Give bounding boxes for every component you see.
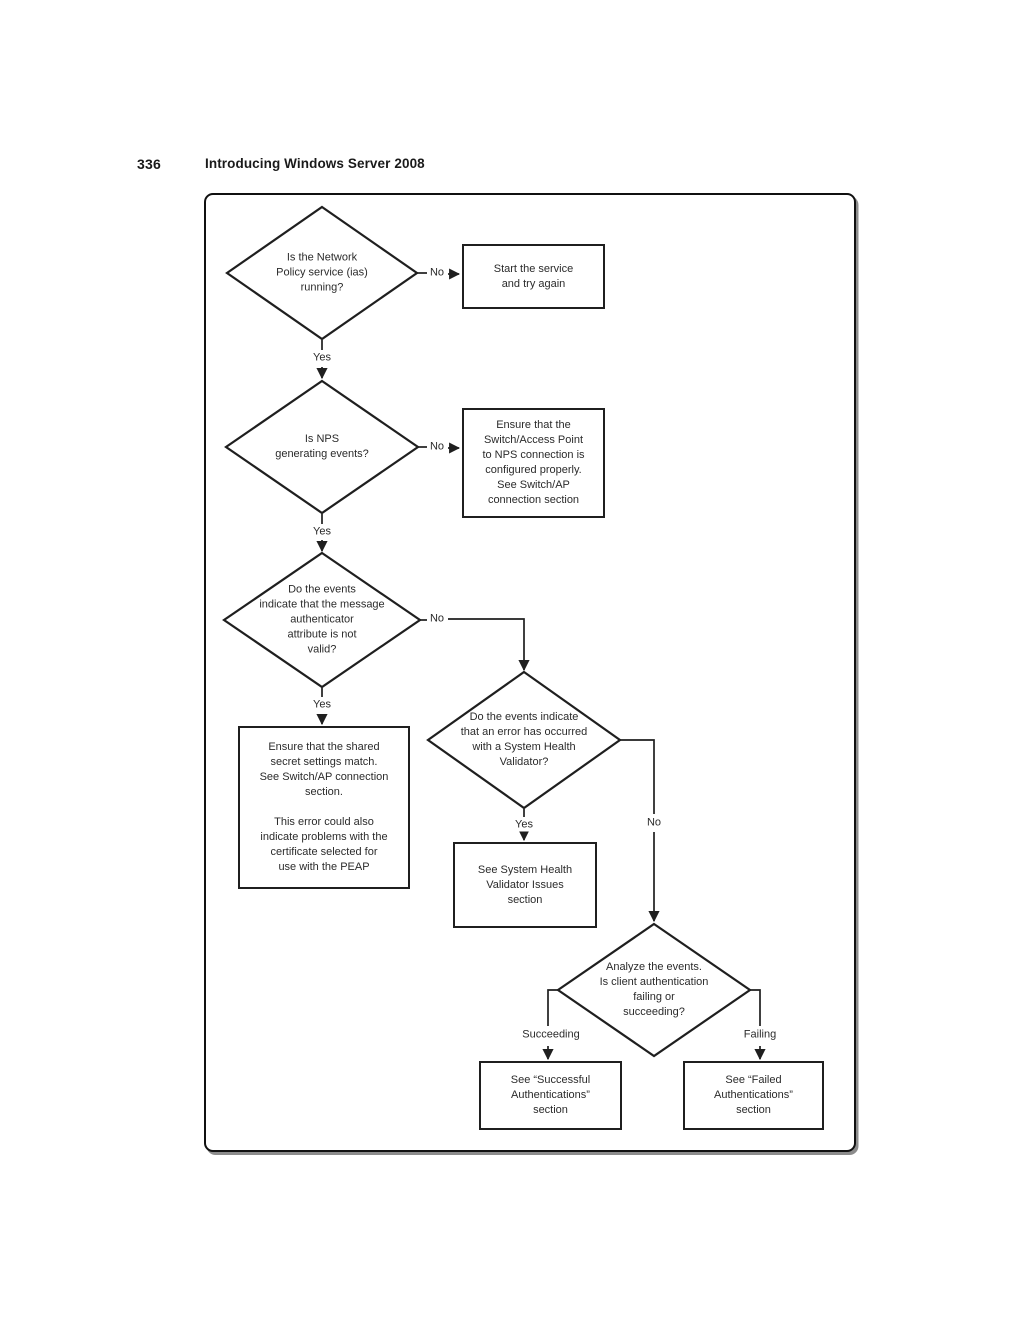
diamond-text-is-nps-running: Is the Network Policy service (ias) runn…: [276, 251, 368, 294]
connector-d3-no-elbow: [448, 618, 530, 672]
process-box-text: See “Failed Authentications” section: [714, 1074, 793, 1116]
decision-diamond-shv-error: [426, 670, 622, 810]
process-box-text: See System Health Validator Issues secti…: [477, 863, 573, 906]
process-box-see-failed-auth: See “Failed Authentications” section: [683, 1061, 824, 1130]
process-box-start-service: Start the service and try again: [462, 244, 605, 309]
process-box-check-shared-secret: Ensure that the shared secret settings m…: [238, 726, 410, 889]
connector-d5-failing-elbow: [750, 989, 761, 1026]
process-box-text: Start the service and try again: [493, 262, 574, 290]
edge-label-no: No: [427, 266, 447, 280]
process-box-check-switch-connection: Ensure that the Switch/Access Point to N…: [462, 408, 605, 518]
edge-label-yes: Yes: [311, 698, 333, 712]
page-number: 336: [137, 156, 161, 172]
edge-label-no: No: [427, 612, 447, 626]
decision-diamond-is-nps-running: [225, 205, 419, 341]
edge-label-no: No: [644, 816, 664, 830]
process-box-text: See “Successful Authentications” section: [510, 1074, 591, 1116]
book-title: Introducing Windows Server 2008: [205, 156, 425, 171]
connector-d4-no-elbow: [620, 739, 655, 814]
edge-label-no: No: [427, 440, 447, 454]
edge-label-yes: Yes: [311, 351, 333, 365]
connector-d5-succeeding-elbow: [547, 989, 558, 1026]
diamond-text-analyze-events: Analyze the events. Is client authentica…: [599, 961, 709, 1018]
edge-label-succeeding: Succeeding: [520, 1028, 582, 1042]
page-header: 336 Introducing Windows Server 2008: [0, 156, 1024, 176]
edge-label-failing: Failing: [741, 1028, 779, 1042]
process-box-see-successful-auth: See “Successful Authentications” section: [479, 1061, 622, 1130]
process-box-see-shv-issues: See System Health Validator Issues secti…: [453, 842, 597, 928]
diamond-text-shv-error: Do the events indicate that an error has…: [460, 711, 588, 768]
process-box-text: Ensure that the Switch/Access Point to N…: [482, 419, 585, 506]
decision-diamond-analyze-events: [556, 922, 752, 1058]
edge-label-yes: Yes: [311, 525, 333, 539]
diamond-text-is-nps-generating-events: Is NPS generating events?: [275, 433, 369, 460]
process-box-text: Ensure that the shared secret settings m…: [259, 741, 389, 873]
decision-diamond-is-nps-generating-events: [224, 379, 420, 515]
edge-label-yes: Yes: [513, 818, 535, 832]
decision-diamond-message-authenticator-invalid: [222, 551, 422, 689]
diamond-text-message-authenticator-invalid: Do the events indicate that the message …: [259, 583, 385, 656]
